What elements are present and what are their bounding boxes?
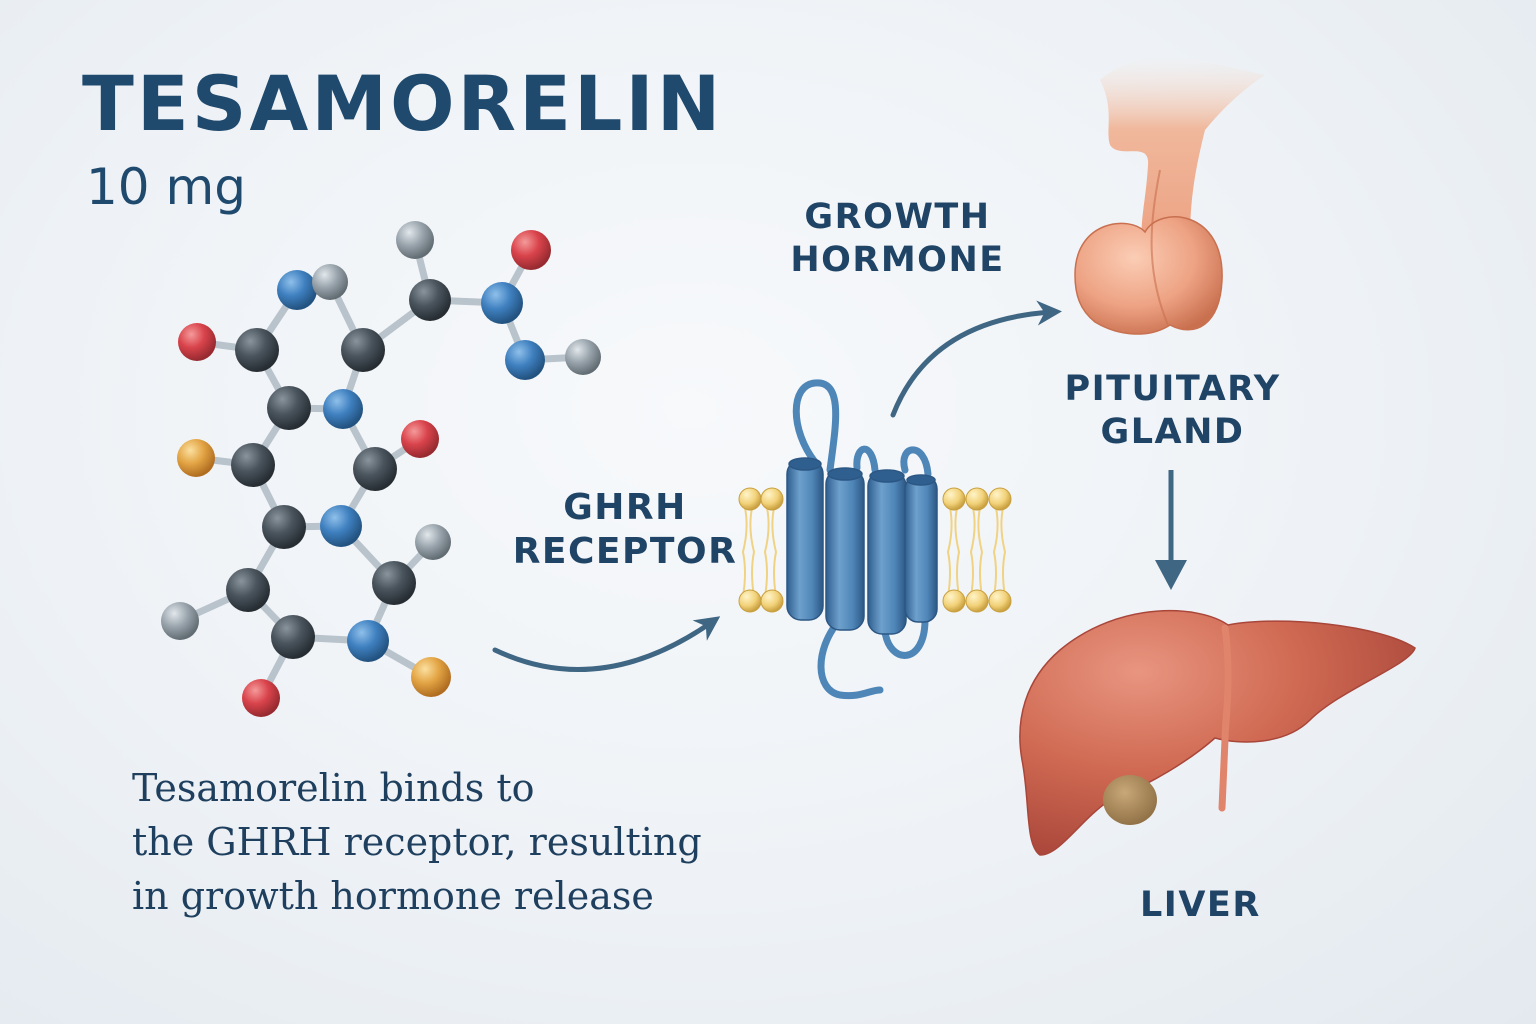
liver-icon bbox=[1019, 609, 1416, 856]
mechanism-description: Tesamorelin binds to the GHRH receptor, … bbox=[132, 762, 832, 924]
dose-label: 10 mg bbox=[86, 158, 246, 216]
ghrh-receptor-icon bbox=[786, 379, 938, 700]
growth-hormone-label-line1: GROWTH bbox=[804, 197, 991, 237]
page-title: TESAMORELIN bbox=[82, 59, 724, 148]
arrow-to-receptor-icon bbox=[492, 616, 721, 672]
growth-hormone-label: GROWTH HORMONE bbox=[790, 196, 1005, 281]
ghrh-receptor-label: GHRH RECEPTOR bbox=[505, 486, 745, 574]
tesamorelin-molecule-icon bbox=[161, 221, 601, 717]
ghrh-receptor-label-line1: GHRH bbox=[563, 487, 687, 528]
pituitary-gland-label-line2: GLAND bbox=[1100, 411, 1245, 452]
arrow-to-pituitary-icon bbox=[890, 300, 1062, 418]
arrow-to-liver-icon bbox=[1155, 470, 1187, 590]
description-line-1: Tesamorelin binds to bbox=[132, 766, 535, 810]
pituitary-gland-label-line1: PITUITARY bbox=[1064, 369, 1281, 409]
pituitary-gland-label: PITUITARY GLAND bbox=[1060, 368, 1285, 453]
growth-hormone-label-line2: HORMONE bbox=[790, 239, 1005, 280]
pituitary-gland-icon bbox=[1074, 55, 1265, 335]
cell-membrane-icon bbox=[738, 487, 1012, 613]
description-line-2: the GHRH receptor, resulting bbox=[132, 819, 702, 864]
liver-label: LIVER bbox=[1140, 885, 1261, 925]
ghrh-receptor-label-line2: RECEPTOR bbox=[512, 530, 738, 572]
description-line-3: in growth hormone release bbox=[132, 873, 654, 918]
